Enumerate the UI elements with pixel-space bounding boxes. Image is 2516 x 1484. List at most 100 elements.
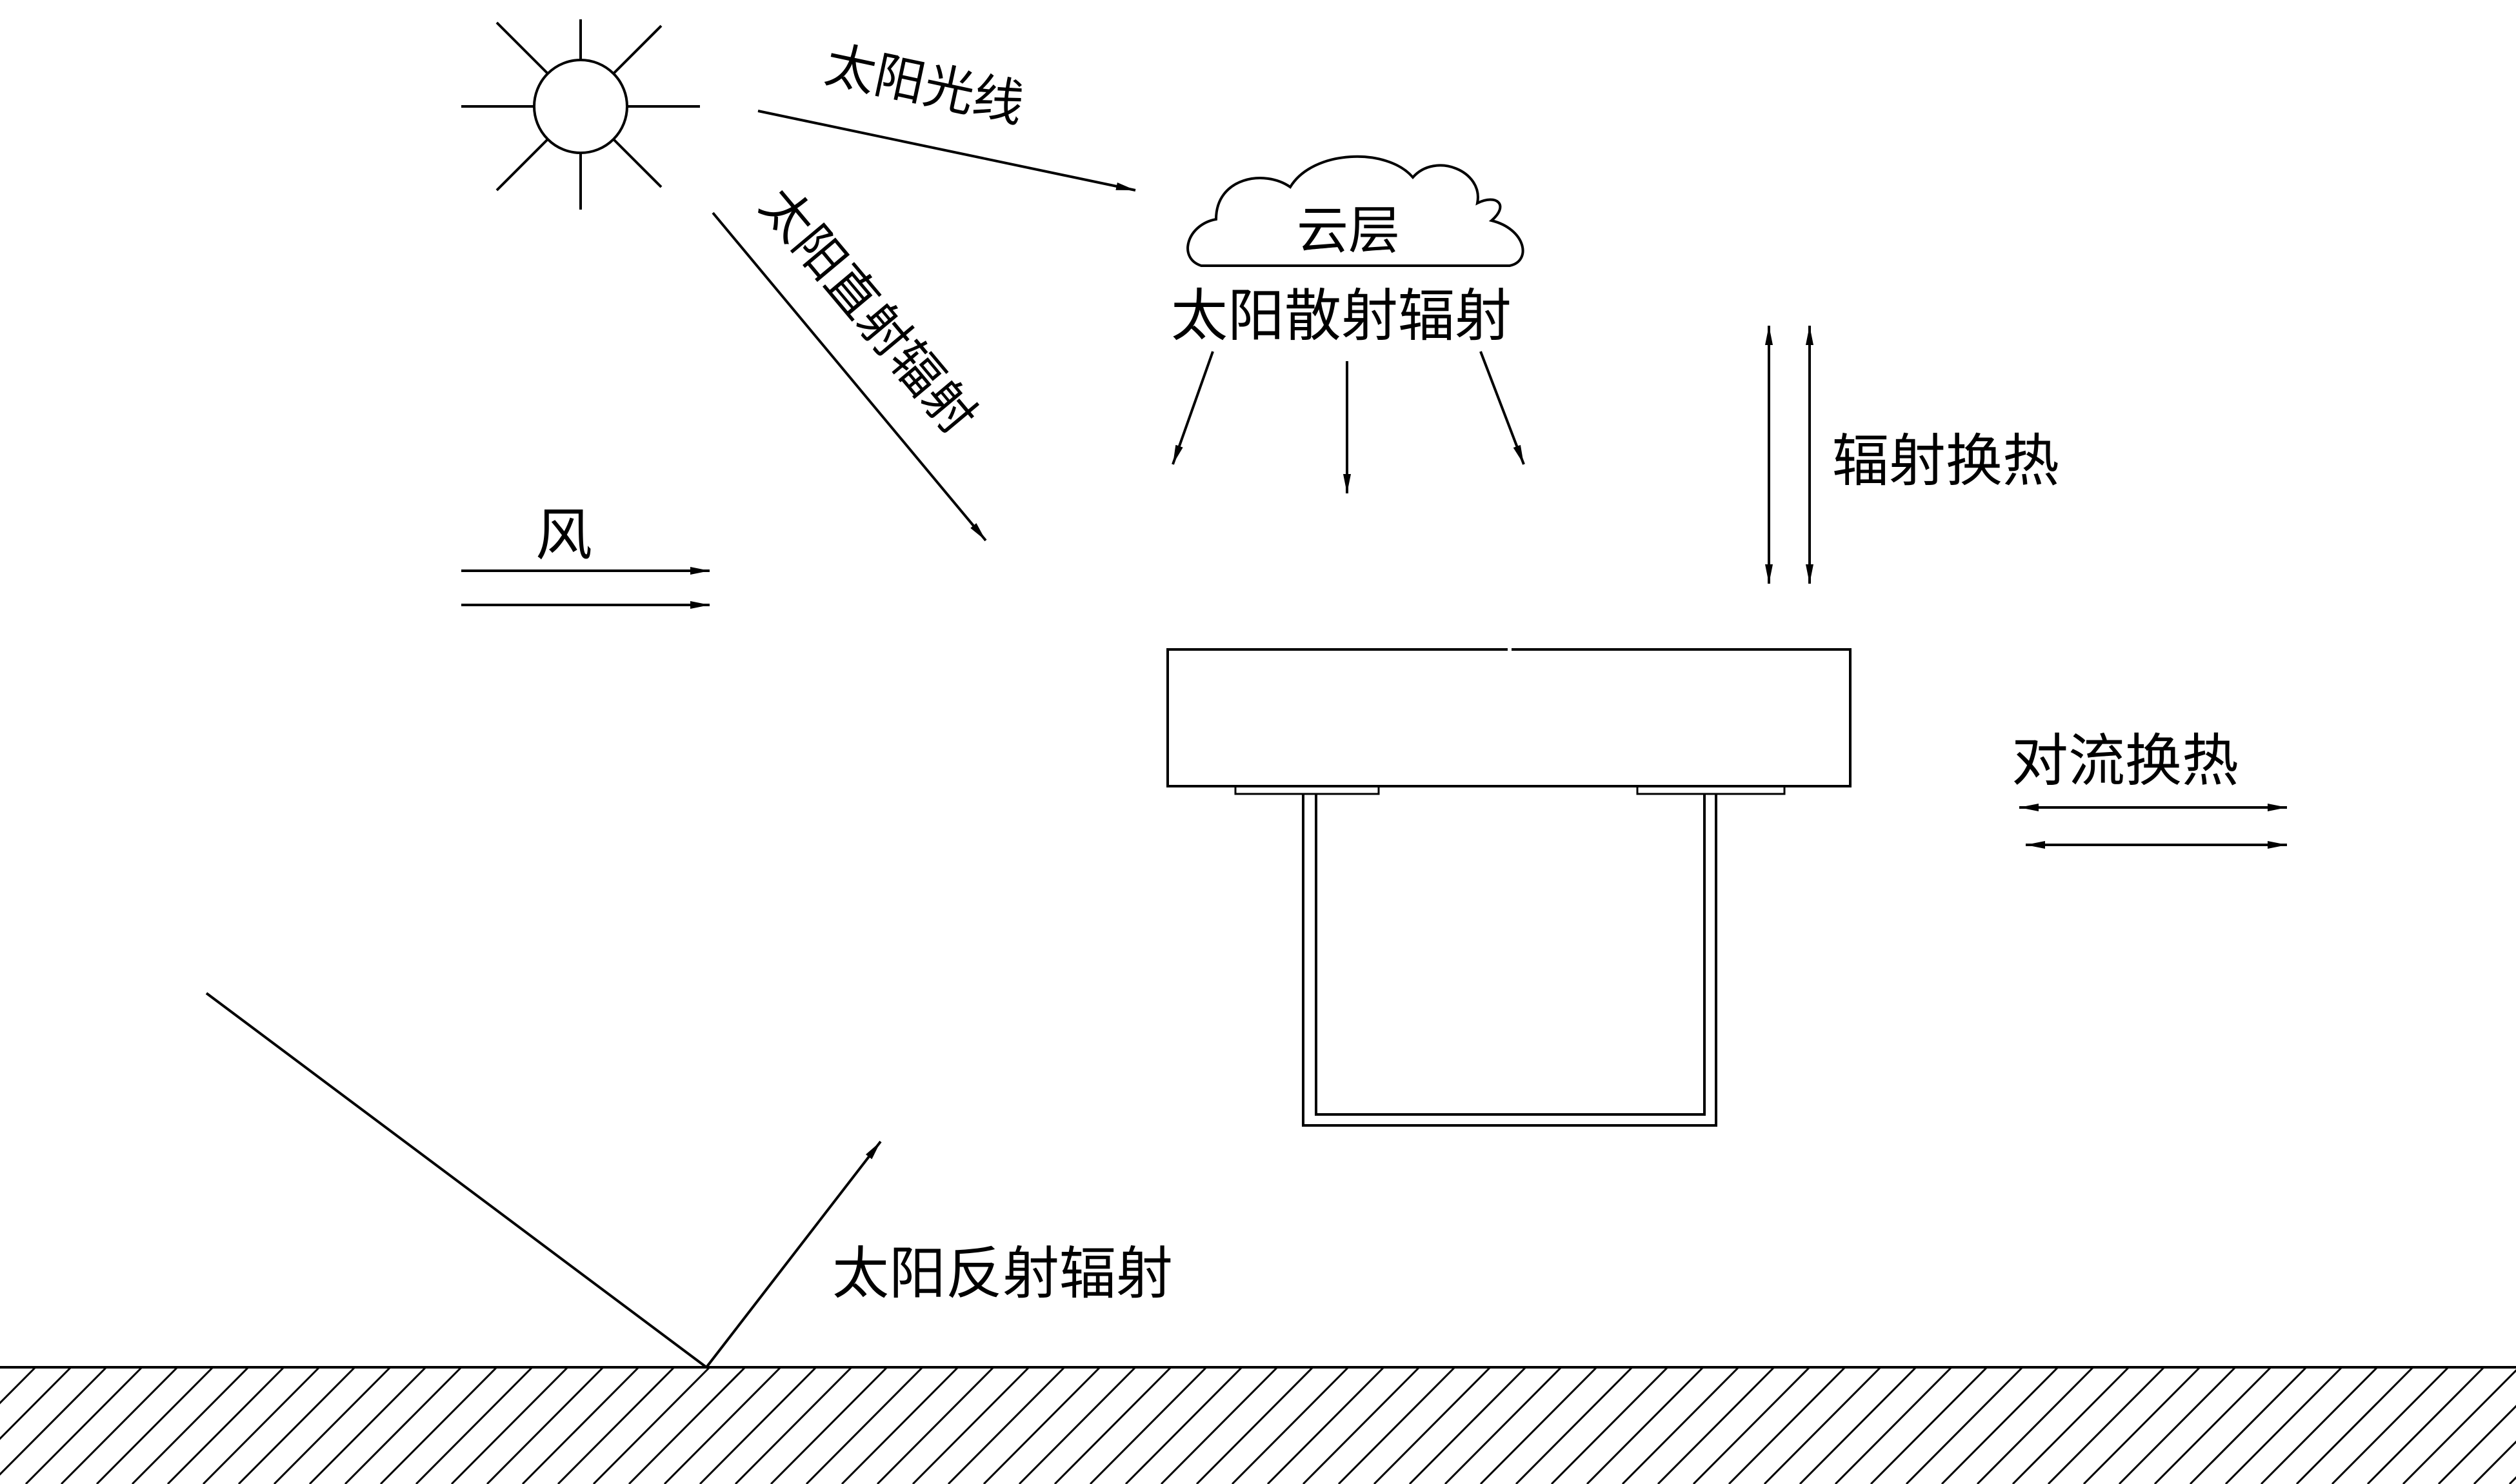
- ground: [0, 1366, 2516, 1484]
- hatch-line: [1479, 1366, 1598, 1484]
- hatch-line: [2295, 1366, 2414, 1484]
- hatch-line: [1266, 1366, 1385, 1484]
- hatch-line: [237, 1366, 356, 1484]
- hatch-line: [450, 1366, 569, 1484]
- hatch-line: [0, 1366, 37, 1405]
- hatch-line: [1621, 1366, 1740, 1484]
- hatch-line: [1337, 1366, 1456, 1484]
- hatch-line: [415, 1366, 534, 1484]
- steel-u-girder-outer: [1302, 794, 1717, 1127]
- hatch-line: [983, 1366, 1101, 1484]
- flange-plate-left: [1234, 785, 1380, 795]
- hatch-line: [1870, 1366, 1988, 1484]
- scattered-radiation-label: 太阳散射辐射: [1171, 282, 1512, 349]
- hatch-line: [1195, 1366, 1314, 1484]
- hatch-line: [592, 1366, 711, 1484]
- hatch-line: [273, 1366, 392, 1484]
- hatch-line: [1053, 1366, 1172, 1484]
- hatch-line: [2402, 1369, 2516, 1484]
- hatch-line: [2473, 1440, 2516, 1484]
- hatch-line: [1018, 1366, 1137, 1484]
- hatch-line: [2153, 1366, 2272, 1484]
- scattered-radiation-arrows: [1172, 351, 1525, 493]
- convective-exchange-label: 对流换热: [2012, 727, 2239, 794]
- hatch-line: [2224, 1366, 2343, 1484]
- hatch-line: [2082, 1366, 2201, 1484]
- hatch-line: [1728, 1366, 1846, 1484]
- hatch-line: [2437, 1405, 2516, 1484]
- hatch-line: [1444, 1366, 1563, 1484]
- hatch-line: [202, 1366, 321, 1484]
- hatch-line: [805, 1366, 924, 1484]
- hatch-line: [912, 1366, 1030, 1484]
- hatch-line: [2012, 1366, 2130, 1484]
- hatch-line: [841, 1366, 959, 1484]
- hatch-line: [1408, 1366, 1527, 1484]
- hatch-line: [1941, 1366, 2059, 1484]
- reflected-radiation-label: 太阳反射辐射: [832, 1240, 1173, 1307]
- incident-ray: [205, 992, 708, 1369]
- hatch-line: [2260, 1366, 2379, 1484]
- hatch-line: [1976, 1366, 2095, 1484]
- hatch-line: [557, 1366, 675, 1484]
- hatch-line: [0, 1366, 72, 1440]
- reflected-ray-arrow: [705, 1140, 882, 1369]
- direct-radiation-label: 太阳直射辐射: [748, 177, 987, 445]
- hatch-line: [2118, 1366, 2237, 1484]
- ground-hatching: [0, 1366, 2516, 1484]
- scattered-arrow-left: [1172, 351, 1214, 465]
- hatch-line: [344, 1366, 463, 1484]
- hatch-line: [1692, 1366, 1811, 1484]
- hatch-line: [95, 1366, 214, 1484]
- hatch-line: [770, 1366, 888, 1484]
- hatch-line: [1799, 1366, 1917, 1484]
- hatch-line: [1089, 1366, 1208, 1484]
- hatch-line: [0, 1366, 108, 1476]
- hatch-line: [2047, 1366, 2166, 1484]
- hatch-line: [2331, 1366, 2450, 1484]
- flange-plate-right: [1636, 785, 1786, 795]
- hatch-line: [1160, 1366, 1279, 1484]
- hatch-line: [1515, 1366, 1633, 1484]
- hatch-line: [1586, 1366, 1704, 1484]
- hatch-line: [131, 1366, 250, 1484]
- hatch-line: [699, 1366, 817, 1484]
- hatch-line: [379, 1366, 498, 1484]
- convective-exchange-arrows: [2019, 804, 2287, 849]
- radiative-exchange-label: 辐射换热: [1832, 428, 2059, 494]
- hatch-line: [2189, 1366, 2308, 1484]
- direct-radiation-arrow: [712, 212, 987, 542]
- hatch-line: [521, 1366, 640, 1484]
- hatch-line: [628, 1366, 746, 1484]
- radiative-exchange-arrows: [1765, 326, 1813, 584]
- hatch-line: [1834, 1366, 1953, 1484]
- cloud-icon: [1186, 155, 1524, 267]
- hatch-line: [1302, 1366, 1421, 1484]
- wind-arrows: [461, 567, 710, 609]
- hatch-line: [2366, 1366, 2485, 1484]
- steel-u-girder-inner: [1315, 794, 1706, 1116]
- hatch-line: [1550, 1366, 1669, 1484]
- hatch-line: [25, 1366, 143, 1484]
- sunlight-arrow: [757, 110, 1136, 192]
- bridge-cross-section: [1166, 645, 1852, 1127]
- scattered-arrow-right: [1479, 351, 1525, 465]
- hatch-line: [1231, 1366, 1350, 1484]
- hatch-line: [486, 1366, 604, 1484]
- hatch-line: [1373, 1366, 1492, 1484]
- hatch-line: [947, 1366, 1066, 1484]
- hatch-line: [1763, 1366, 1882, 1484]
- concrete-deck-slab: [1166, 648, 1852, 787]
- hatch-line: [663, 1366, 782, 1484]
- hatch-line: [876, 1366, 995, 1484]
- hatch-line: [1657, 1366, 1775, 1484]
- hatch-line: [1124, 1366, 1243, 1484]
- reflected-radiation-rays: [205, 992, 882, 1369]
- sun-icon: [461, 19, 700, 210]
- hatch-line: [734, 1366, 853, 1484]
- wind-label: 风: [535, 502, 592, 568]
- hatch-line: [1905, 1366, 2024, 1484]
- hatch-line: [2508, 1476, 2516, 1484]
- hatch-line: [60, 1366, 179, 1484]
